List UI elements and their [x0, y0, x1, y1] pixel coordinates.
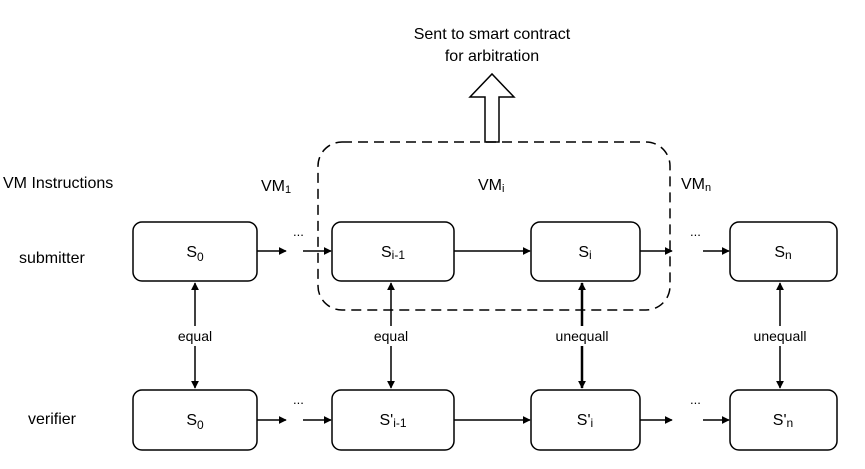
comparison-label-bg [171, 326, 219, 346]
submitter-state-box [729, 221, 838, 282]
comparison-label-bg [547, 326, 617, 346]
submitter-state-label: Si [578, 244, 591, 262]
vm-1-label: VM1 [261, 178, 291, 196]
verifier-state-label: S'n [773, 412, 793, 430]
ellipsis: ... [293, 392, 304, 407]
arbitration-up-arrow [468, 72, 516, 143]
comparison-label: unequall [754, 328, 807, 344]
submitter-label: submitter [19, 250, 85, 267]
vm-instructions-label: VM Instructions [3, 175, 113, 192]
verifier-state-label: S'i-1 [379, 412, 406, 430]
verifier-state-label: S'i [577, 412, 593, 430]
title-line-2: for arbitration [445, 48, 539, 65]
verifier-state-box [729, 389, 838, 451]
comparison-label-bg [367, 326, 415, 346]
comparison-label-bg [745, 326, 815, 346]
submitter-state-label: Sn [774, 244, 791, 262]
vm-n-label: VMn [681, 176, 711, 194]
ellipsis: ... [690, 392, 701, 407]
comparison-label: equal [178, 328, 212, 344]
submitter-state-label: Si-1 [381, 244, 405, 262]
ellipsis: ... [293, 224, 304, 239]
dispute-region [317, 141, 671, 311]
comparison-label: unequall [556, 328, 609, 344]
title-line-1: Sent to smart contract [414, 26, 571, 43]
submitter-state-label: S0 [186, 244, 204, 264]
verifier-label: verifier [28, 411, 77, 428]
vm-i-label: VMi [478, 177, 504, 195]
comparison-label: equal [374, 328, 408, 344]
verifier-state-label: S0 [186, 412, 204, 432]
ellipsis: ... [690, 224, 701, 239]
